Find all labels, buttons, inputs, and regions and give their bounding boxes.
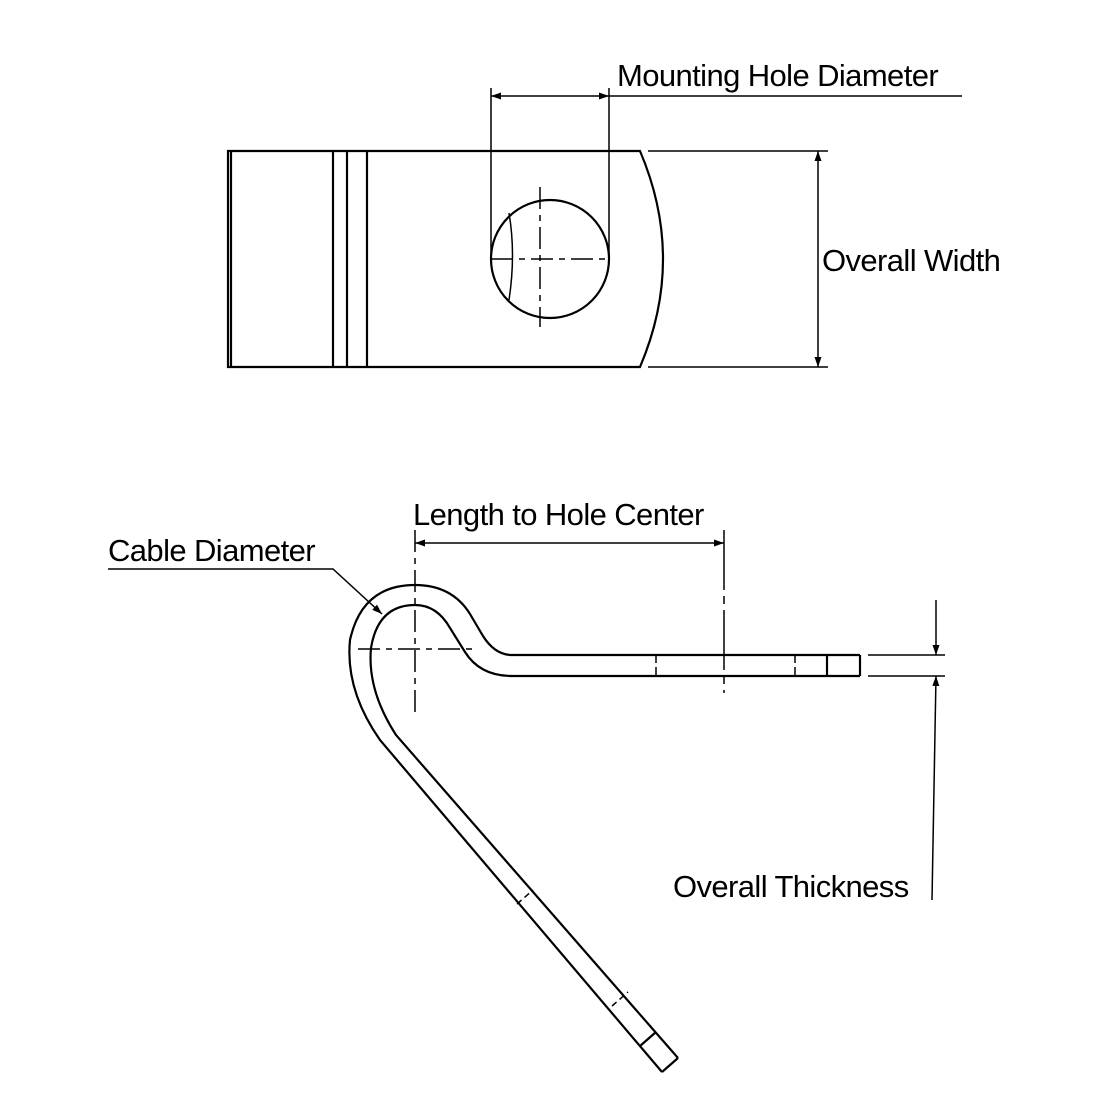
hole-edge-curve: [508, 212, 514, 301]
overall-thickness-label: Overall Thickness: [673, 869, 909, 904]
clip-outer-profile: [348, 583, 860, 1073]
side-view: Length to Hole Center Cable Diameter Ove…: [108, 497, 945, 1073]
cable-diameter-leader: [108, 568, 383, 615]
top-view: Mounting Hole Diameter Overall Width: [226, 58, 1001, 369]
clip-inner-profile: [369, 603, 860, 1059]
cable-diameter-label: Cable Diameter: [108, 533, 315, 568]
overall-width-label: Overall Width: [822, 243, 1000, 278]
length-to-hole-center-label: Length to Hole Center: [413, 497, 704, 532]
clip-end: [661, 1057, 679, 1073]
hidden-line: [611, 991, 629, 1007]
mounting-hole-diameter-label: Mounting Hole Diameter: [617, 58, 938, 93]
hidden-line: [516, 889, 534, 905]
clip-outline-top: [226, 149, 665, 369]
thickness-arrow-bottom: [931, 675, 940, 901]
bend-line: [639, 1031, 657, 1047]
